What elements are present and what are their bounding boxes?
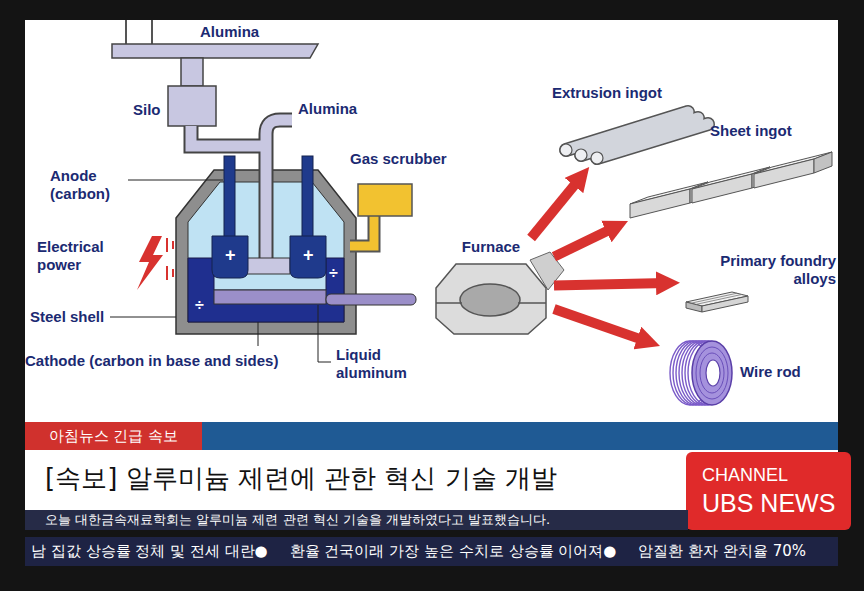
- alumina-conveyor: [112, 44, 318, 58]
- node-text: 환율 건국이래 가장 높은 수치로 상승률 이어져●: [290, 542, 617, 561]
- part-label: Gas scrubber: [350, 150, 447, 168]
- label-box: Electrical power: [37, 238, 127, 274]
- coil-ring: [700, 353, 724, 393]
- slab-front: [692, 174, 752, 203]
- diagram-panel: [25, 20, 838, 422]
- part-label: Silo: [133, 101, 161, 119]
- furnace-node: Furnace: [428, 238, 554, 336]
- label-box: Silo: [133, 101, 161, 119]
- slab-front: [630, 189, 690, 218]
- node-text: Wire rod: [740, 363, 812, 381]
- flow-arrow: [531, 178, 580, 238]
- scrubber-pipe-outline: [350, 216, 374, 246]
- part-label: ÷: [195, 296, 204, 314]
- blue-band: [200, 422, 838, 450]
- anode-rod: [224, 156, 235, 238]
- label-box: Alumina: [200, 23, 259, 41]
- anode-block: [212, 236, 248, 278]
- label-box: ÷: [195, 296, 204, 314]
- lightning-symbol: [137, 236, 163, 290]
- liquid-aluminum-pool: [214, 290, 326, 304]
- node-text: Sheet ingot: [710, 122, 840, 140]
- leader-line: [258, 322, 259, 346]
- coil-face: [692, 341, 732, 405]
- ingot-end: [560, 144, 572, 156]
- battery-symbol: [167, 238, 173, 280]
- label-box: Alumina: [298, 100, 357, 118]
- breaking-band: 아침뉴스 긴급 속보: [25, 422, 202, 450]
- part-label: +: [225, 246, 236, 264]
- coil-ring: [696, 347, 728, 399]
- anode-rod: [302, 156, 313, 238]
- feed-outlet: [242, 258, 290, 274]
- node-text: Extrusion ingot: [552, 84, 700, 102]
- node-text: 오늘 대한금속재료학회는 알루미늄 제련 관련 혁신 기술을 개발하였다고 발표…: [45, 510, 688, 530]
- furnace-hearth: [460, 284, 520, 316]
- part-label: Alumina: [298, 100, 357, 118]
- label-box: ÷: [329, 264, 338, 282]
- label-box: +: [225, 246, 236, 264]
- part-label: Alumina: [200, 23, 259, 41]
- part-label: Electrical power: [37, 238, 127, 274]
- flow-arrow: [554, 283, 666, 285]
- slab-end: [814, 152, 832, 173]
- silo: [168, 86, 216, 126]
- flow-arrow: [554, 309, 647, 341]
- node-text: UBS NEWS: [702, 487, 837, 519]
- node-text: 아침뉴스 긴급 속보: [25, 422, 202, 450]
- product-node: Wire rod: [660, 335, 812, 410]
- node-text: [속보] 알루미늄 제련에 관한 혁신 기술 개발: [45, 461, 557, 496]
- label-box: Anode (carbon): [50, 167, 130, 203]
- scrubber-pipe: [350, 216, 374, 246]
- label-box: Gas scrubber: [350, 150, 447, 168]
- leader-line: [128, 180, 223, 181]
- ingot-end: [575, 149, 587, 161]
- furnace-seam: [436, 302, 546, 304]
- part-label: Anode (carbon): [50, 167, 130, 203]
- news-ticker: 남 집값 상승률 정체 및 전세 대란● 환율 건국이래 가장 높은 수치로 상승…: [25, 537, 838, 566]
- node-text: CHANNEL: [702, 463, 837, 487]
- tap-pipe: [326, 294, 416, 305]
- anode-block: [290, 236, 326, 278]
- gas-scrubber: [358, 184, 412, 216]
- alloy-bar-seam: [691, 293, 742, 304]
- node-text: 암질환 환자 완치율 70%: [638, 542, 806, 561]
- extrusion-ingot-outline: [566, 112, 708, 158]
- furnace: [436, 264, 546, 334]
- part-label: Cathode (carbon in base and sides): [25, 352, 278, 370]
- product-node: Sheet ingot: [628, 118, 840, 222]
- sheet-ingot: [630, 152, 832, 218]
- label-box: +: [303, 246, 314, 264]
- product-node: Extrusion ingot: [548, 82, 700, 167]
- node-text: Furnace: [428, 238, 554, 256]
- silo-neck: [181, 58, 203, 86]
- slab-front: [754, 159, 814, 188]
- ingot-end: [591, 152, 603, 164]
- conveyor-stand: [126, 20, 152, 44]
- node-text: Primary foundry alloys: [711, 252, 836, 288]
- node-text: 남 집값 상승률 정체 및 전세 대란●: [31, 542, 268, 561]
- extrusion-ingot: [566, 112, 708, 158]
- label-box: Liquid aluminum: [336, 346, 416, 382]
- part-label: ÷: [329, 264, 338, 282]
- part-label: Liquid aluminum: [336, 346, 416, 382]
- part-label: Steel shell: [30, 308, 104, 326]
- coil-hole: [706, 360, 720, 386]
- label-box: Cathode (carbon in base and sides): [25, 352, 278, 370]
- channel-logo: CHANNELUBS NEWS: [686, 452, 851, 530]
- flow-arrow: [554, 227, 615, 257]
- label-box: Steel shell: [30, 308, 104, 326]
- leader-line: [318, 305, 331, 362]
- part-label: +: [303, 246, 314, 264]
- leader-line: [110, 317, 176, 318]
- subtitle-bar: 오늘 대한금속재료학회는 알루미늄 제련 관련 혁신 기술을 개발하였다고 발표…: [25, 510, 688, 530]
- product-node: Primary foundry alloys: [680, 250, 840, 312]
